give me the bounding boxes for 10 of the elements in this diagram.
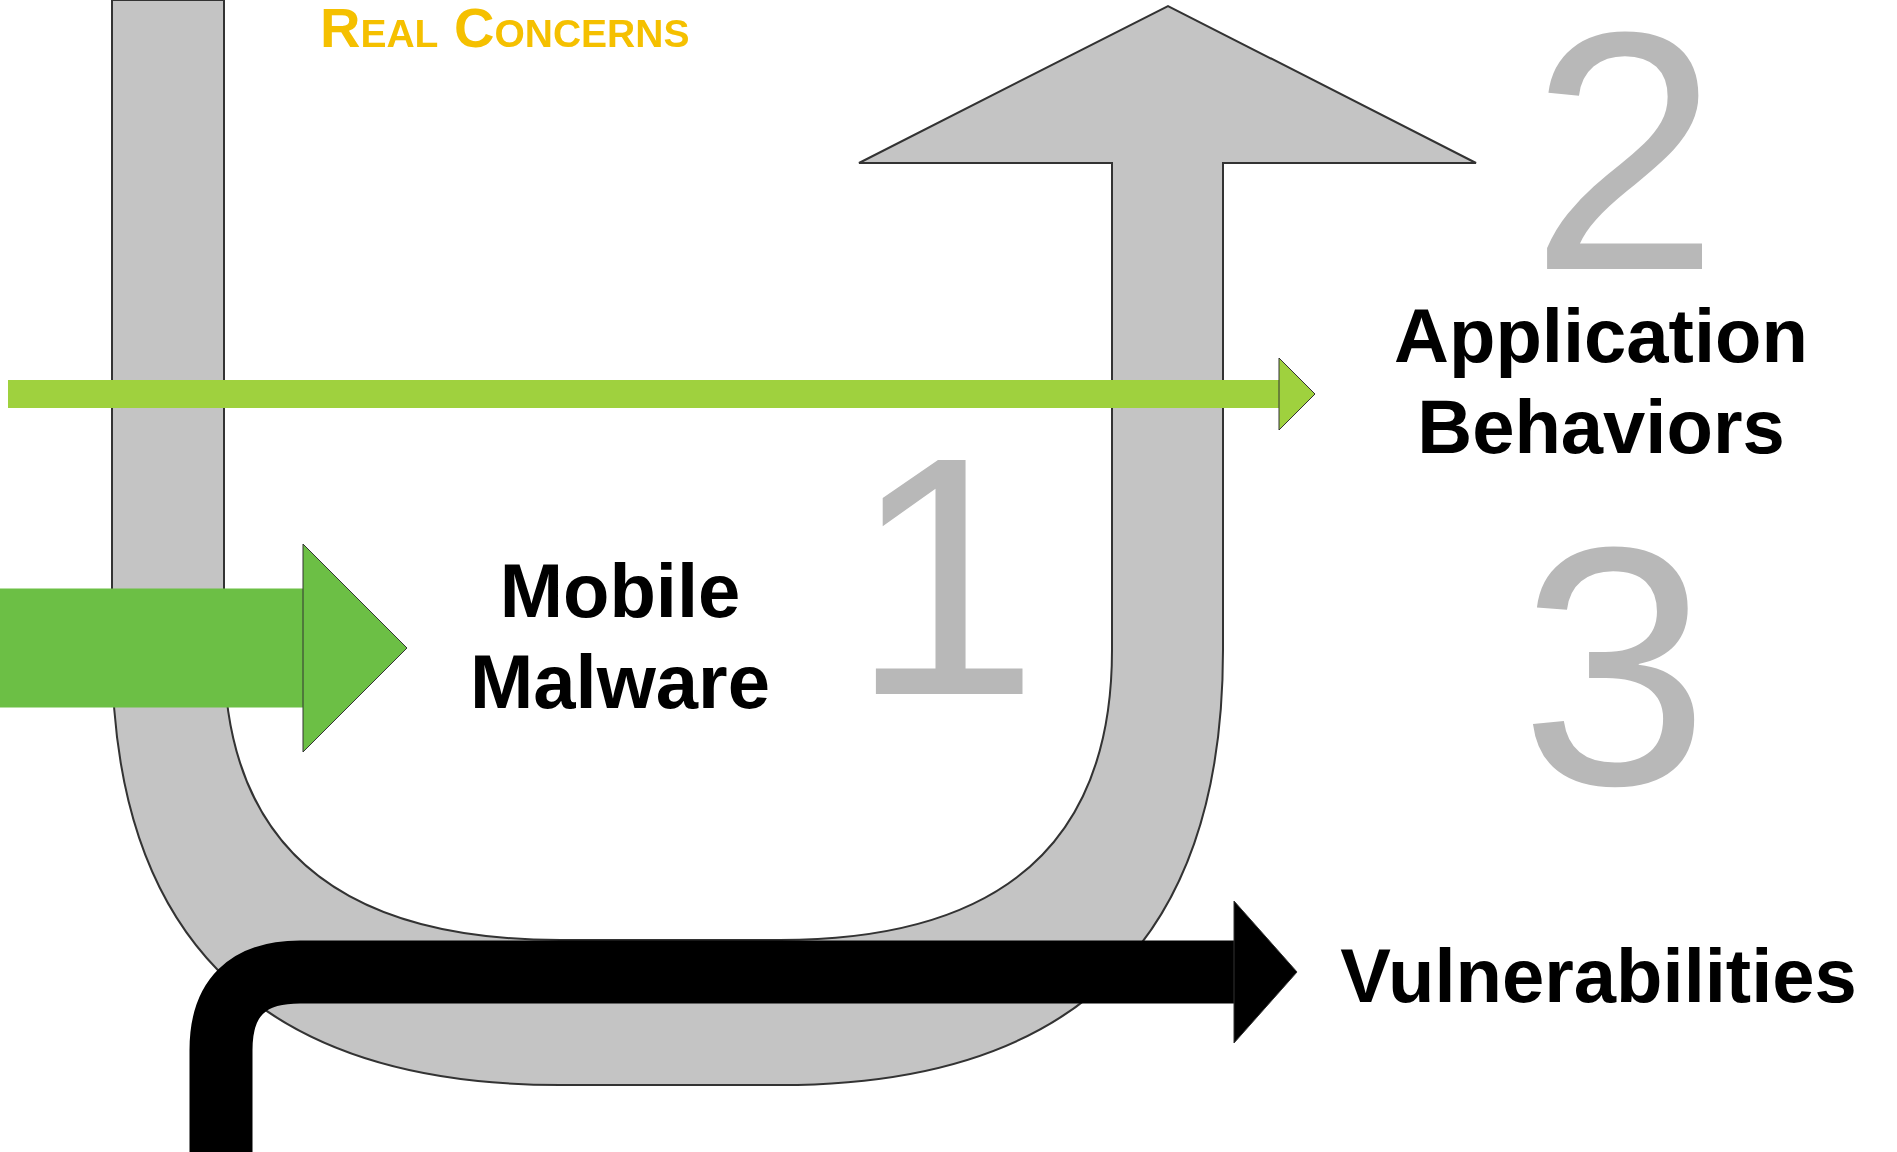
concern-label: Mobile Malware xyxy=(469,547,771,727)
title: Real Concerns xyxy=(320,0,690,56)
concern-label: Application Behaviors xyxy=(1393,292,1809,472)
arrow xyxy=(0,543,408,753)
arrow xyxy=(8,357,1316,431)
concern-label: Vulnerabilities xyxy=(1340,932,1857,1020)
step-number: 2 xyxy=(1530,15,1720,287)
step-number: 1 xyxy=(850,440,1040,712)
arrow xyxy=(189,900,1298,1152)
step-number: 3 xyxy=(1520,530,1710,802)
